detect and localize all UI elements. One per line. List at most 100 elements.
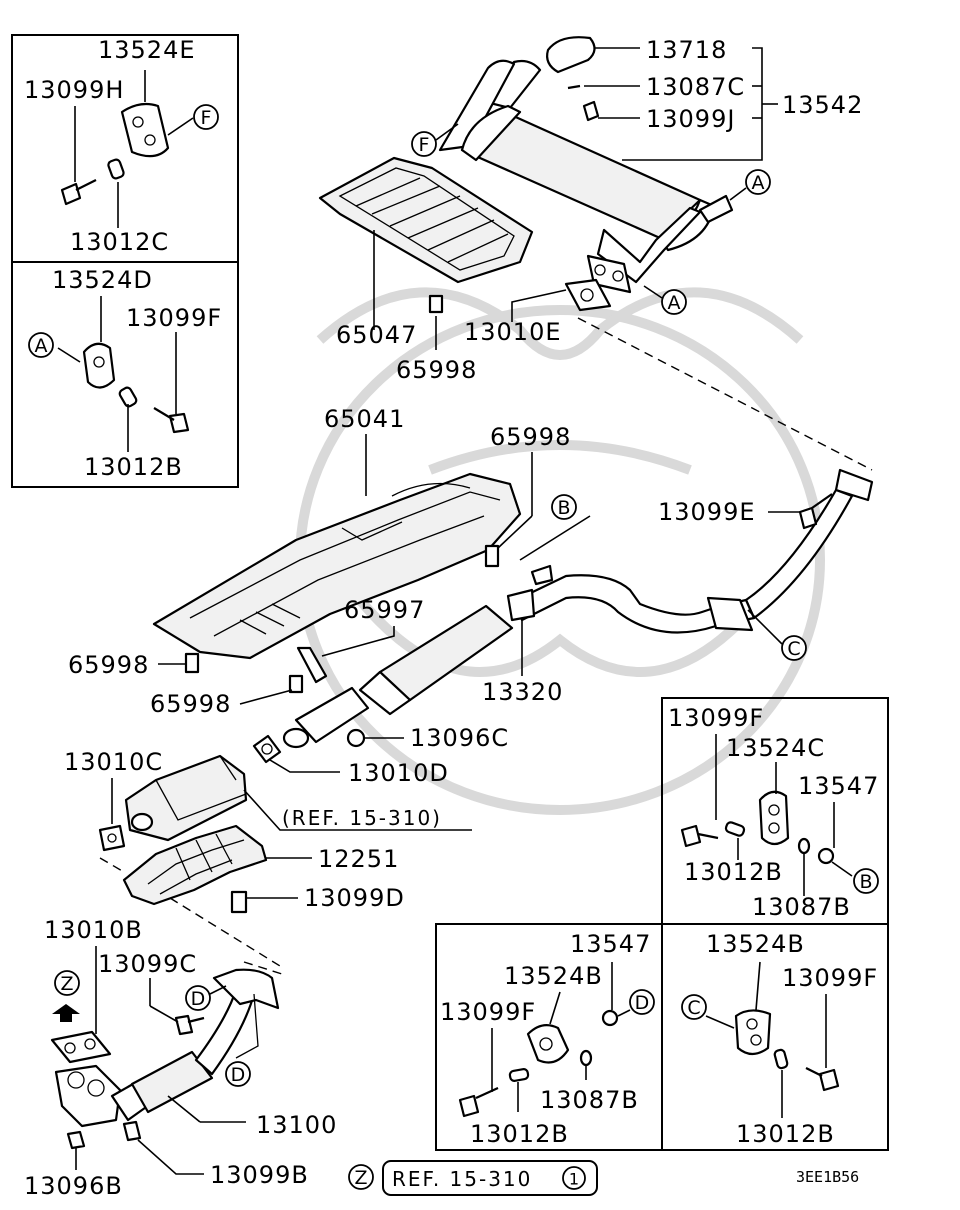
- washer-13087B-part-b: [579, 1049, 593, 1080]
- bolt-13087C-part: [567, 84, 581, 90]
- leaders-13542-group: [584, 47, 778, 161]
- inset-box-13524B-b: [661, 923, 889, 1151]
- label-13099F-d: 13099F: [782, 964, 878, 992]
- callout-Z-1: Z: [54, 970, 80, 996]
- label-13099F-a: 13099F: [126, 304, 222, 332]
- gasket-13010E-part: [511, 278, 612, 322]
- heat-shield-12251-part: [122, 824, 312, 906]
- ref-upper-leader: [243, 789, 472, 831]
- center-pipe-13320-part: [282, 468, 874, 749]
- label-13087B-b: 13087B: [540, 1086, 639, 1114]
- label-13012B-a: 13012B: [84, 453, 183, 481]
- leader-13099E-to-B: [519, 515, 591, 561]
- label-13099F-c: 13099F: [440, 998, 536, 1026]
- svg-text:B: B: [859, 871, 872, 893]
- callout-C-2: C: [681, 994, 707, 1020]
- dash-line-cat-upper: [99, 857, 125, 873]
- label-13547-a: 13547: [798, 772, 879, 800]
- svg-text:C: C: [687, 997, 700, 1019]
- gasket-13010C-part: [98, 778, 126, 852]
- label-13012C: 13012C: [70, 228, 169, 256]
- label-13547-b: 13547: [570, 930, 651, 958]
- hanger-13524E-part: [120, 70, 194, 158]
- label-13099E: 13099E: [658, 498, 756, 526]
- callout-D-3: D: [629, 989, 655, 1015]
- bolt-13099F-part-c: [458, 1028, 499, 1118]
- catalytic-converter-part: [124, 754, 248, 842]
- label-13012B-d: 13012B: [736, 1120, 835, 1148]
- gasket-13010D-part: [252, 734, 340, 773]
- svg-text:1: 1: [569, 1170, 579, 1189]
- callout-A-3: A: [643, 285, 687, 315]
- collar-13012B-part-d: [773, 1048, 789, 1118]
- callout-F-2: F: [411, 123, 459, 157]
- bolt-13099F-part-b: [680, 734, 719, 848]
- label-13099F-b: 13099F: [668, 704, 764, 732]
- gasket-13010B-part: [50, 946, 112, 1064]
- label-65998-d: 65998: [150, 690, 231, 718]
- label-13099B: 13099B: [210, 1161, 309, 1189]
- collar-13012B-part-b: [724, 821, 746, 860]
- label-13718: 13718: [646, 36, 727, 64]
- label-13542: 13542: [782, 91, 863, 119]
- bolt-65998-part-b: [484, 452, 533, 568]
- washer-13087B-part-a: [797, 837, 811, 896]
- label-13012B-c: 13012B: [470, 1120, 569, 1148]
- label-13099H: 13099H: [24, 76, 124, 104]
- label-65041: 65041: [324, 405, 405, 433]
- svg-text:F: F: [201, 107, 212, 129]
- nut-13547-part-b: [601, 962, 631, 1027]
- bolt-13099J-part: [582, 100, 600, 122]
- bolt-13099B-part: [122, 1120, 204, 1175]
- svg-text:Z: Z: [354, 1167, 367, 1189]
- label-65998-c: 65998: [68, 651, 149, 679]
- label-13087B-a: 13087B: [752, 893, 851, 921]
- hanger-13524C-part: [758, 762, 790, 846]
- nut-13096C-part: [346, 728, 404, 748]
- svg-text:A: A: [35, 335, 48, 357]
- label-13524C: 13524C: [726, 734, 825, 762]
- label-13010D: 13010D: [348, 759, 449, 787]
- label-12251: 12251: [318, 845, 399, 873]
- nut-13547-part-a: [817, 802, 853, 877]
- label-13099C: 13099C: [98, 950, 197, 978]
- heat-protector-65047-part: [318, 156, 534, 330]
- label-13010E: 13010E: [464, 318, 562, 346]
- label-65998-b: 65998: [490, 423, 571, 451]
- svg-text:D: D: [635, 992, 650, 1014]
- callout-D-1: D: [185, 985, 227, 1011]
- label-65047: 65047: [336, 321, 417, 349]
- label-13010B: 13010B: [44, 916, 143, 944]
- label-65997: 65997: [344, 596, 425, 624]
- callout-B-1: B: [551, 494, 577, 520]
- callout-B-2: B: [853, 868, 879, 894]
- label-13087C: 13087C: [646, 73, 745, 101]
- label-13320: 13320: [482, 678, 563, 706]
- label-13524D: 13524D: [52, 266, 153, 294]
- callout-A-1: A: [28, 332, 54, 358]
- bolt-13099C-part: [149, 978, 205, 1036]
- bolt-13099D-part: [230, 890, 298, 914]
- collar-13012C-part: [107, 158, 125, 228]
- svg-text:C: C: [787, 638, 800, 660]
- callout-C-1: C: [747, 609, 807, 661]
- hanger-13524B-part-a: [526, 991, 570, 1064]
- label-ref-upper: (REF. 15-310): [282, 806, 442, 830]
- muffler-13542-part: [438, 36, 734, 294]
- svg-text:Z: Z: [60, 973, 73, 995]
- svg-text:B: B: [557, 497, 570, 519]
- label-13524E: 13524E: [98, 36, 196, 64]
- front-pipe-13100-part: [54, 968, 280, 1128]
- label-13096C: 13096C: [410, 724, 509, 752]
- callout-F-1: F: [193, 104, 219, 130]
- hanger-13524B-part-b: [705, 961, 772, 1056]
- label-diagram-code: 3EE1B56: [796, 1168, 859, 1186]
- svg-text:A: A: [752, 172, 765, 194]
- bolt-13099F-part-d: [805, 994, 840, 1092]
- label-13096B: 13096B: [24, 1172, 123, 1200]
- svg-text:D: D: [231, 1064, 246, 1086]
- label-13010C: 13010C: [64, 748, 163, 776]
- inset-box-13524D: [11, 261, 239, 488]
- label-13524B-b: 13524B: [706, 930, 805, 958]
